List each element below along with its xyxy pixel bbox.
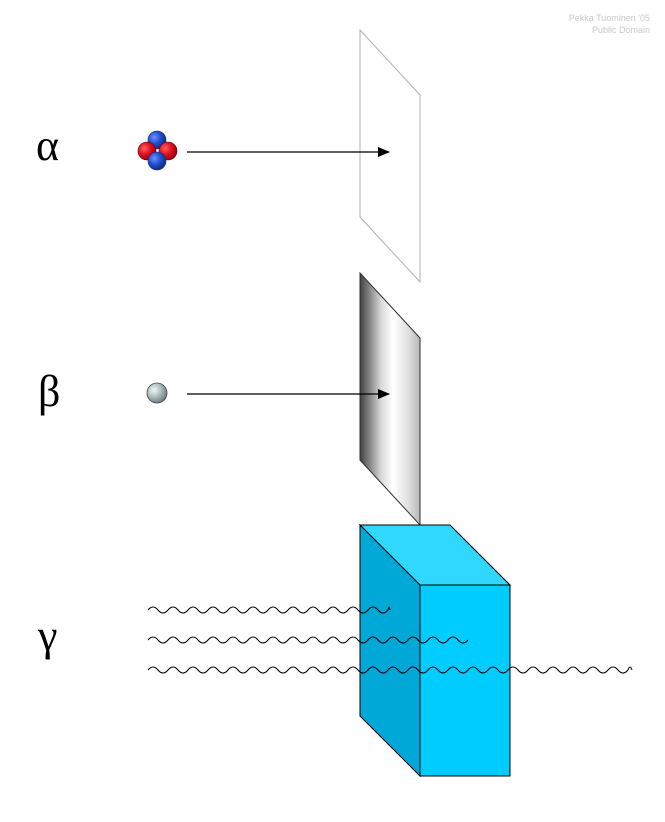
gamma-wave-long: [147, 666, 633, 674]
beta-particle: [146, 382, 168, 404]
alpha-particle: [137, 130, 178, 171]
paper-sheet: [359, 28, 421, 284]
gamma-wave-medium: [147, 636, 469, 644]
block-front-face: [419, 584, 511, 777]
credit-license: Public Domain: [591, 25, 650, 35]
credit-text: Pekka Tuominen '05 Public Domain: [569, 12, 650, 36]
gamma-wave-short: [147, 606, 391, 614]
lead-block: [358, 523, 512, 778]
metal-sheet: [359, 271, 421, 527]
gamma-symbol: γ: [38, 611, 58, 660]
beta-symbol: β: [38, 367, 61, 416]
credit-author: Pekka Tuominen '05: [568, 13, 650, 23]
alpha-symbol: α: [36, 121, 60, 170]
